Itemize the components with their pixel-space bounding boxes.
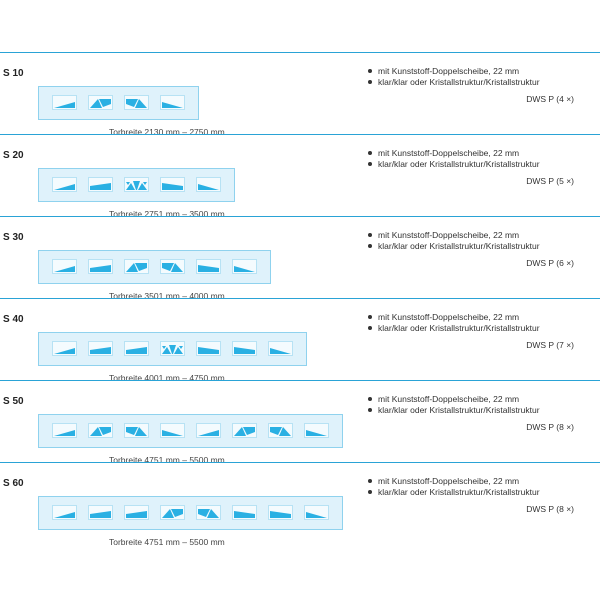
feature-item: mit Kunststoff-Doppelscheibe, 22 mm — [368, 394, 540, 405]
window-band-right-icon — [268, 505, 293, 520]
window-band-right-icon — [160, 177, 185, 192]
window-sunburst-icon — [160, 341, 185, 356]
window-band-right-icon — [232, 505, 257, 520]
feature-item: mit Kunststoff-Doppelscheibe, 22 mm — [368, 312, 540, 323]
window-wedge-left-icon — [52, 505, 77, 520]
dws-count: DWS P (8 ×) — [526, 422, 574, 432]
window-burst-right-icon — [196, 505, 221, 520]
window-band-right-icon — [196, 341, 221, 356]
section-divider — [0, 134, 600, 135]
door-width-range: Torbreite 4751 mm – 5500 mm — [109, 455, 225, 465]
dws-count: DWS P (8 ×) — [526, 504, 574, 514]
feature-item: mit Kunststoff-Doppelscheibe, 22 mm — [368, 148, 540, 159]
dws-count: DWS P (4 ×) — [526, 94, 574, 104]
window-band-right-icon — [196, 259, 221, 274]
section-divider — [0, 380, 600, 381]
window-burst-left-icon — [88, 95, 113, 110]
window-burst-left-icon — [160, 505, 185, 520]
feature-item: klar/klar oder Kristallstruktur/Kristall… — [368, 487, 540, 498]
model-code: S 60 — [3, 478, 24, 489]
section-divider — [0, 216, 600, 217]
feature-item: mit Kunststoff-Doppelscheibe, 22 mm — [368, 66, 540, 77]
window-wedge-right-icon — [196, 177, 221, 192]
window-burst-right-icon — [124, 95, 149, 110]
door-width-range: Torbreite 3501 mm – 4000 mm — [109, 291, 225, 301]
model-code: S 40 — [3, 314, 24, 325]
feature-item: mit Kunststoff-Doppelscheibe, 22 mm — [368, 476, 540, 487]
section-divider — [0, 52, 600, 53]
door-width-range: Torbreite 4001 mm – 4750 mm — [109, 373, 225, 383]
window-burst-right-icon — [160, 259, 185, 274]
feature-item: klar/klar oder Kristallstruktur/Kristall… — [368, 405, 540, 416]
model-code: S 30 — [3, 232, 24, 243]
window-wedge-right-icon — [268, 341, 293, 356]
window-burst-left-icon — [232, 423, 257, 438]
window-burst-right-icon — [268, 423, 293, 438]
model-code: S 50 — [3, 396, 24, 407]
window-band-left-icon — [124, 505, 149, 520]
door-width-range: Torbreite 2130 mm – 2750 mm — [109, 127, 225, 137]
feature-item: klar/klar oder Kristallstruktur/Kristall… — [368, 323, 540, 334]
window-burst-left-icon — [88, 423, 113, 438]
door-variant-row: S 60 Torbreite 4751 mm – 5500 mm mit Kunst… — [0, 462, 600, 547]
dws-count: DWS P (6 ×) — [526, 258, 574, 268]
door-variant-row: S 10 Torbreite 2130 mm – 2750 mm mit Kunst… — [0, 52, 600, 137]
door-variant-row: S 50 Torbreite 4751 mm – 5500 mm mit Kunst… — [0, 380, 600, 465]
window-wedge-left-icon — [196, 423, 221, 438]
window-wedge-left-icon — [52, 341, 77, 356]
feature-item: mit Kunststoff-Doppelscheibe, 22 mm — [368, 230, 540, 241]
feature-item: klar/klar oder Kristallstruktur/Kristall… — [368, 77, 540, 88]
window-wedge-right-icon — [160, 423, 185, 438]
door-width-range: Torbreite 2751 mm – 3500 mm — [109, 209, 225, 219]
window-band-left-icon — [88, 259, 113, 274]
window-wedge-left-icon — [52, 423, 77, 438]
window-wedge-right-icon — [304, 505, 329, 520]
door-panel-illustration — [38, 250, 271, 284]
door-variant-row: S 40 Torbreite 4001 mm – 4750 mm mit Kunst… — [0, 298, 600, 383]
dws-count: DWS P (5 ×) — [526, 176, 574, 186]
window-wedge-left-icon — [52, 95, 77, 110]
window-wedge-left-icon — [52, 177, 77, 192]
window-burst-right-icon — [124, 423, 149, 438]
window-sunburst-icon — [124, 177, 149, 192]
door-panel-illustration — [38, 332, 307, 366]
feature-item: klar/klar oder Kristallstruktur/Kristall… — [368, 241, 540, 252]
window-wedge-right-icon — [232, 259, 257, 274]
door-panel-illustration — [38, 414, 343, 448]
door-width-range: Torbreite 4751 mm – 5500 mm — [109, 537, 225, 547]
door-variant-row: S 20 Torbreite 2751 mm – 3500 mm mit Kunst… — [0, 134, 600, 219]
window-band-right-icon — [232, 341, 257, 356]
window-wedge-right-icon — [160, 95, 185, 110]
door-panel-illustration — [38, 168, 235, 202]
model-code: S 10 — [3, 68, 24, 79]
door-panel-illustration — [38, 86, 199, 120]
window-burst-left-icon — [124, 259, 149, 274]
window-band-left-icon — [124, 341, 149, 356]
section-divider — [0, 298, 600, 299]
door-variant-row: S 30 Torbreite 3501 mm – 4000 mm mit Kunst… — [0, 216, 600, 301]
door-panel-illustration — [38, 496, 343, 530]
dws-count: DWS P (7 ×) — [526, 340, 574, 350]
window-wedge-left-icon — [52, 259, 77, 274]
model-code: S 20 — [3, 150, 24, 161]
window-band-left-icon — [88, 177, 113, 192]
feature-item: klar/klar oder Kristallstruktur/Kristall… — [368, 159, 540, 170]
window-band-left-icon — [88, 505, 113, 520]
window-band-left-icon — [88, 341, 113, 356]
window-wedge-right-icon — [304, 423, 329, 438]
section-divider — [0, 462, 600, 463]
